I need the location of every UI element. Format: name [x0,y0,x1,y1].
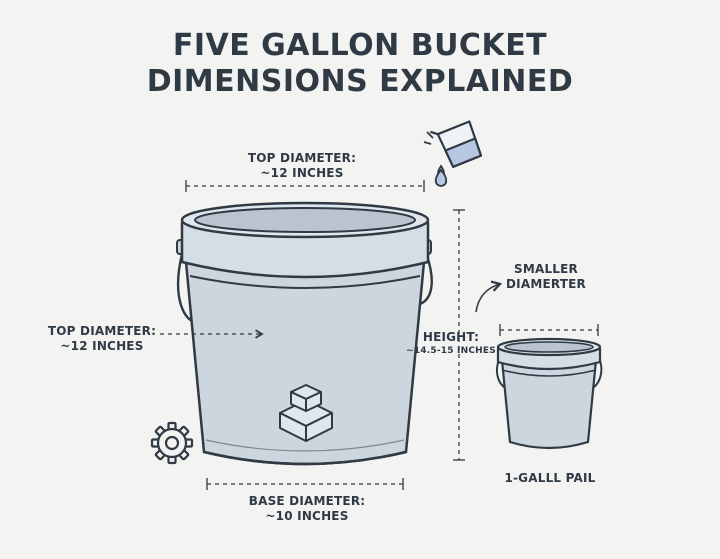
title-line-1: FIVE GALLON BUCKET [172,28,548,63]
gear-icon [150,421,194,465]
height-label: HEIGHT: ~14.5-15 INCHES [406,330,496,356]
splash-mark [423,131,434,145]
side-top-diameter-label: TOP DIAMETER: ~12 INCHES [47,324,157,353]
base-diameter-label: BASE DIAMETER: ~10 INCHES [248,494,366,523]
five-gallon-bucket [176,201,433,466]
water-drop-icon [434,164,448,187]
top-diameter-label: TOP DIAMETER: ~12 INCHES [247,151,357,180]
title-line-2: DIMENSIONS EXPLAINED [146,64,574,99]
one-gallon-pail [496,337,603,450]
small-pail-label: 1-GALLL PAIL [504,471,596,485]
pouring-cup-icon [430,120,483,168]
smaller-diameter-label: SMALLER DIAMERTER [506,262,586,291]
diagram-title: FIVE GALLON BUCKET DIMENSIONS EXPLAINED [0,28,720,100]
smaller-diameter-arrow [475,280,503,313]
box-stack-icon [279,384,333,442]
